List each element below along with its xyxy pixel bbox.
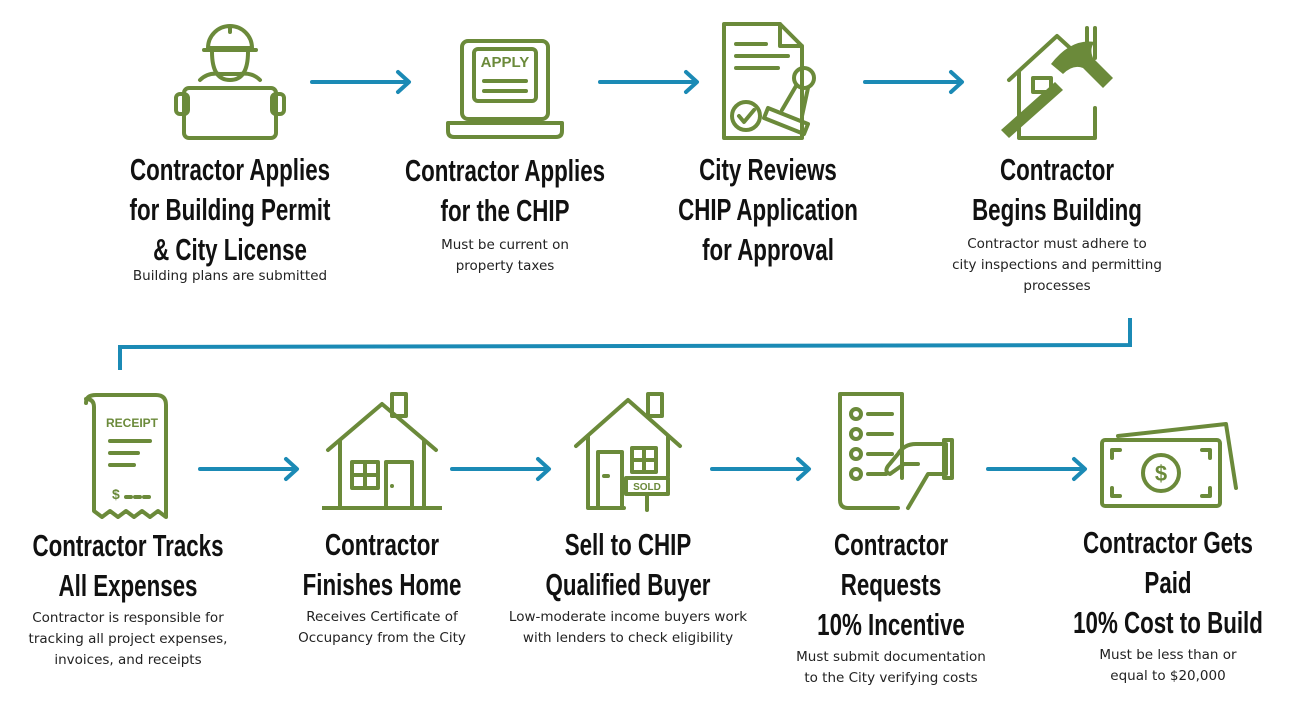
step-description: Building plans are submitted	[132, 268, 328, 284]
step-sell-buyer: SOLD Sell to CHIP Qualified Buyer Low-mo…	[478, 392, 778, 649]
step-title: Contractor Tracks All Expenses	[32, 528, 224, 603]
step-apply-permit: Contractor Applies for Building Permit &…	[80, 20, 380, 287]
receipt-icon: RECEIPT $	[84, 393, 168, 519]
receipt-label: RECEIPT	[106, 416, 159, 430]
step-title: Contractor Applies for Building Permit &…	[129, 152, 331, 267]
step-finish-home: Contractor Finishes Home Receives Certif…	[232, 392, 532, 649]
step-description: Contractor must adhere to city inspectio…	[952, 236, 1162, 294]
step-request-incentive: Contractor Requests 10% Incentive Must s…	[741, 392, 1041, 689]
step-title: Contractor Applies for the CHIP	[404, 153, 606, 228]
step-begin-building: Contractor Begins Building Contractor mu…	[907, 20, 1207, 297]
step-title: Contractor Finishes Home	[302, 527, 462, 602]
laptop-apply-icon: APPLY	[446, 39, 564, 139]
step-track-expenses: RECEIPT $ Contractor Tracks All Expenses…	[0, 393, 278, 671]
svg-text:$: $	[1155, 461, 1167, 486]
house-sold-sign-icon: SOLD	[574, 392, 682, 512]
step-description: Low-moderate income buyers work with len…	[508, 609, 748, 646]
apply-label: APPLY	[481, 54, 530, 71]
step-description: Must submit documentation to the City ve…	[796, 649, 986, 686]
checklist-hand-icon	[838, 392, 954, 510]
step-title: City Reviews CHIP Application for Approv…	[678, 152, 858, 267]
house-hammer-icon	[1001, 26, 1113, 140]
step-get-paid: $ Contractor Gets Paid 10% Cost to Build…	[1018, 420, 1306, 687]
step-description: Must be less than or equal to $20,000	[1099, 647, 1237, 684]
money-bill-icon: $	[1100, 422, 1238, 508]
sold-label: SOLD	[633, 482, 661, 493]
step-title: Contractor Begins Building	[972, 152, 1142, 227]
construction-worker-blueprint-icon	[174, 24, 286, 140]
step-title: Contractor Requests 10% Incentive	[817, 527, 965, 642]
house-icon	[322, 392, 442, 510]
step-description: Must be current on property taxes	[441, 237, 569, 274]
step-apply-chip: APPLY Contractor Applies for the CHIP Mu…	[355, 35, 655, 277]
step-description: Contractor is responsible for tracking a…	[28, 610, 228, 668]
step-title: Contractor Gets Paid 10% Cost to Build	[1073, 525, 1263, 640]
step-title: Sell to CHIP Qualified Buyer	[545, 527, 711, 602]
step-description: Receives Certificate of Occupancy from t…	[298, 609, 466, 646]
step-city-review: City Reviews CHIP Application for Approv…	[618, 20, 918, 270]
svg-text:$: $	[112, 486, 120, 502]
document-stamp-approval-icon	[722, 22, 816, 140]
